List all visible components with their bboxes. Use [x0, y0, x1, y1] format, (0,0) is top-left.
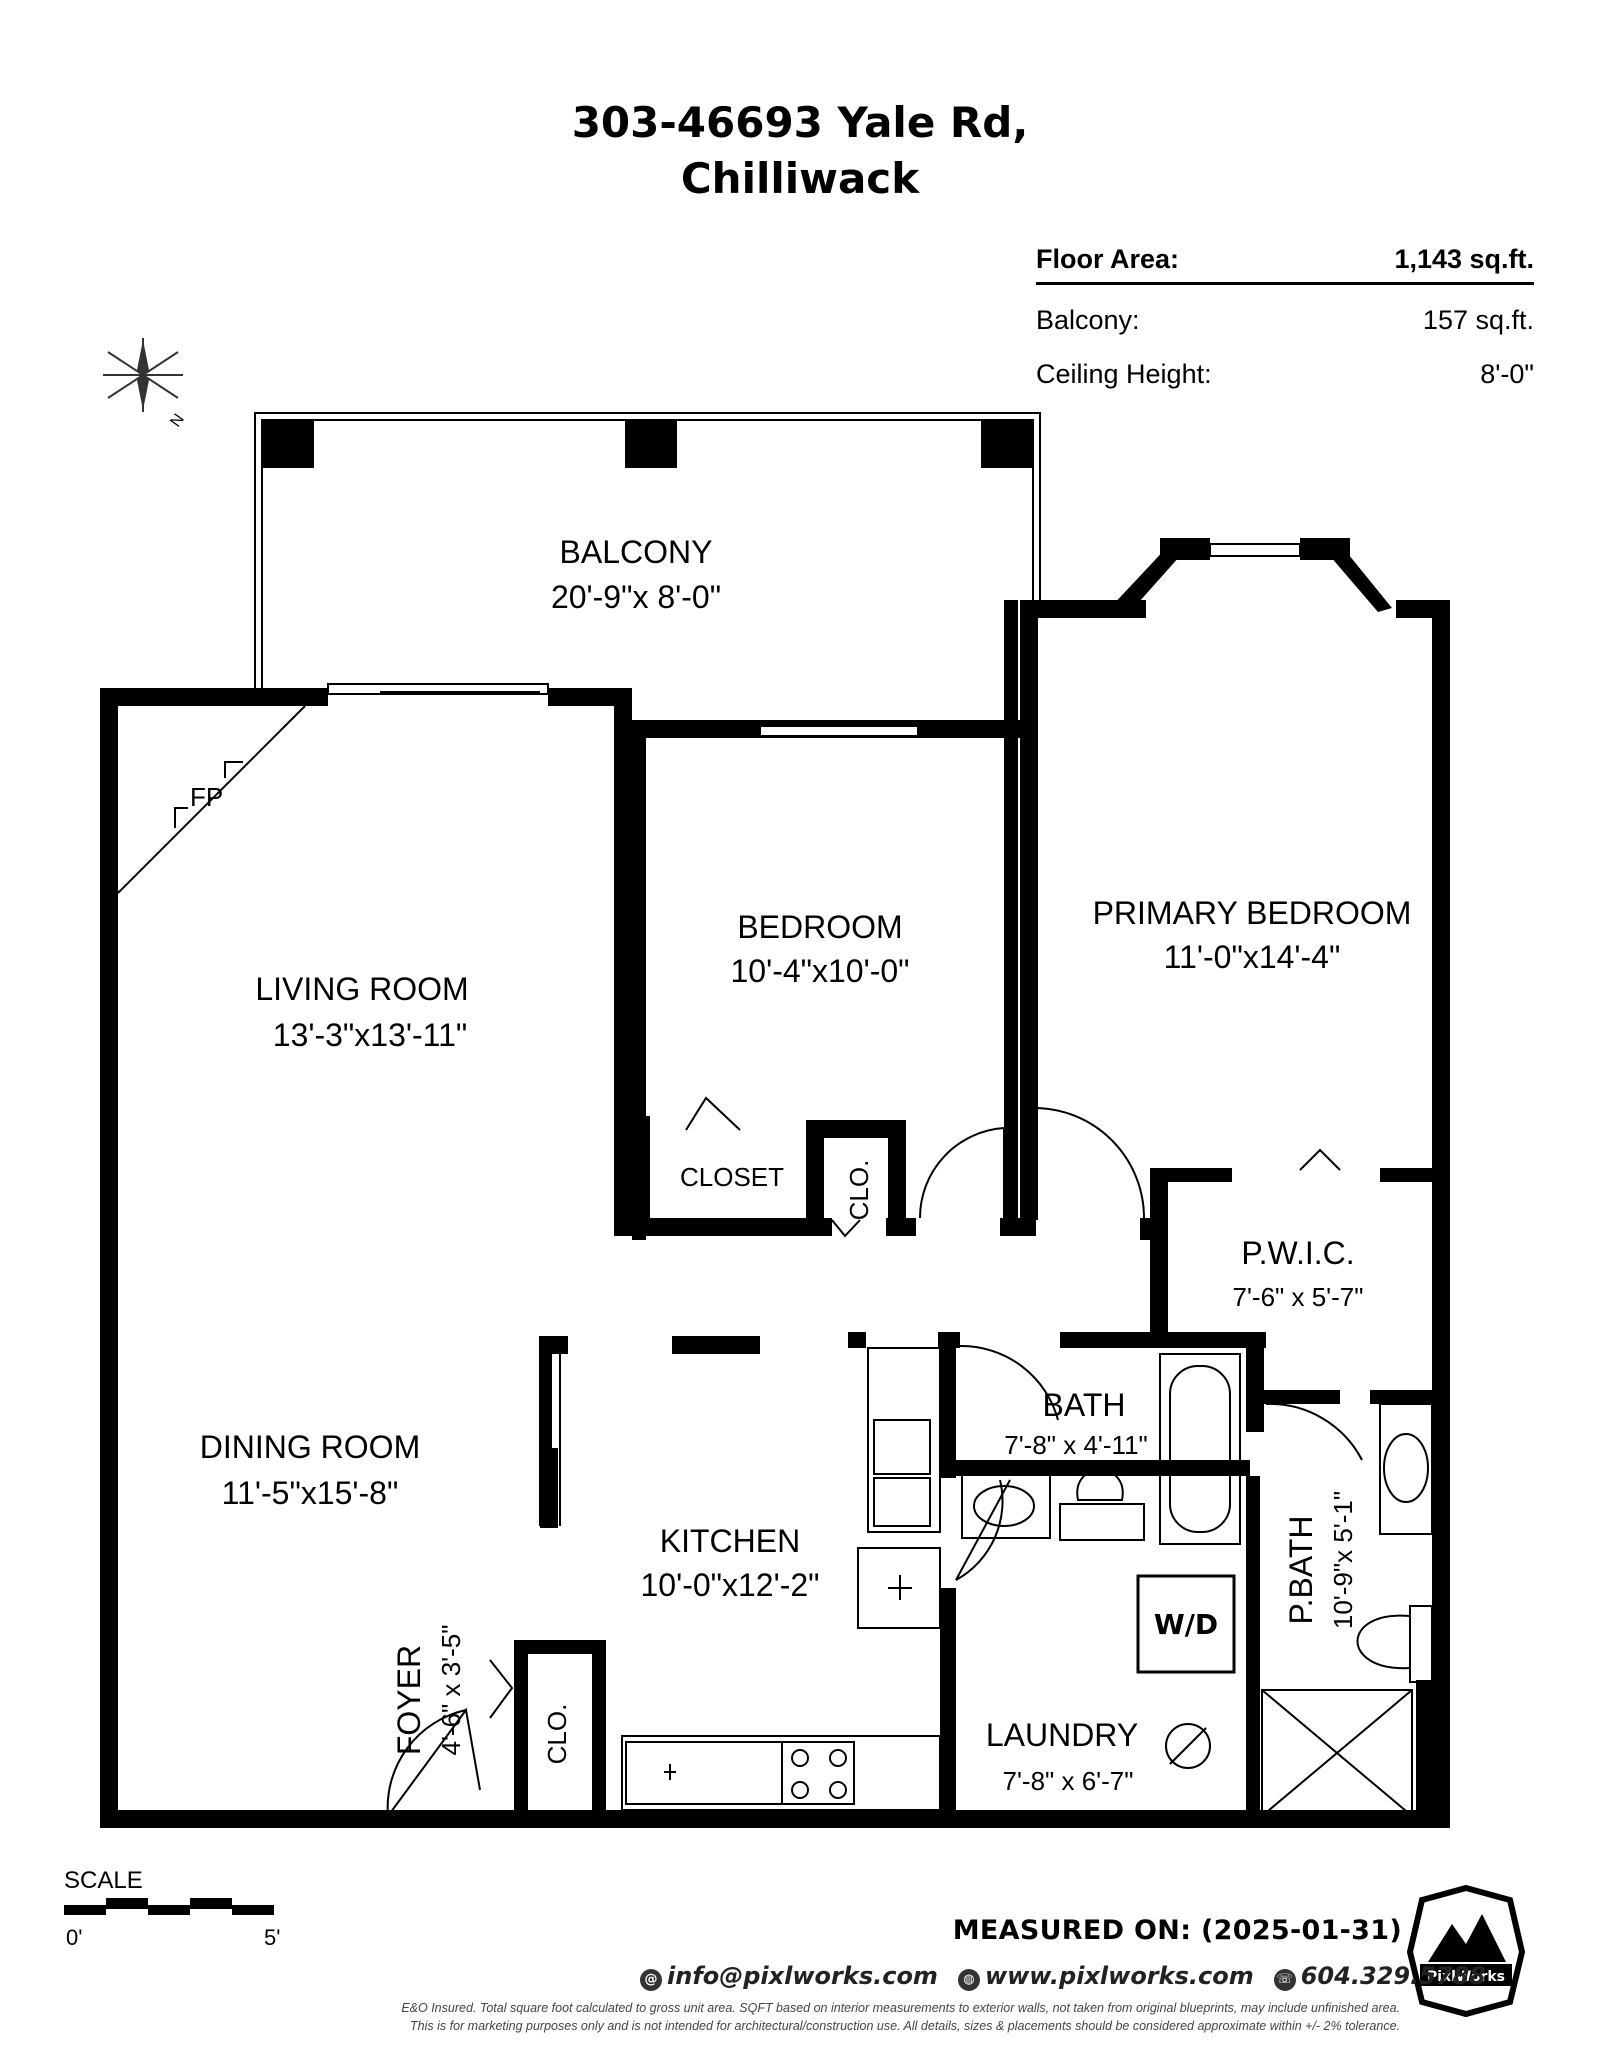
fireplace — [117, 705, 306, 894]
laundry-dims: 7'-8" x 6'-7" — [1003, 1766, 1134, 1796]
area-stats: Floor Area: 1,143 sq.ft. Balcony: 157 sq… — [1036, 236, 1534, 401]
primary-bedroom-dims: 11'-0"x14'-4" — [1164, 939, 1341, 975]
living-room-label: LIVING ROOM — [255, 971, 468, 1007]
interior-walls — [514, 600, 1450, 1820]
email-contact[interactable]: @info@pixlworks.com — [640, 1962, 938, 1991]
balcony-post-left — [262, 420, 314, 468]
disclaimer-line-2: This is for marketing purposes only and … — [410, 2019, 1400, 2033]
exterior-walls — [100, 600, 1450, 1828]
dining-room-dims: 11'-5"x15'-8" — [222, 1475, 399, 1511]
pbath-fixtures — [1261, 1403, 1433, 1817]
balcony-post-center — [625, 420, 677, 468]
stove-burners — [791, 1749, 847, 1799]
logo-text: PixlWorks — [1427, 1969, 1505, 1985]
balcony-area-row: Balcony: 157 sq.ft. — [1036, 293, 1534, 347]
fireplace-label: FP — [190, 782, 223, 812]
bath-label: BATH — [1043, 1387, 1126, 1423]
floor-area-value: 1,143 sq.ft. — [1394, 243, 1534, 274]
scale-bar — [64, 1898, 274, 1915]
door-swings — [386, 1107, 1363, 1817]
pwic-label: P.W.I.C. — [1241, 1235, 1354, 1271]
kitchen-counters — [621, 1347, 941, 1811]
measured-on: MEASURED ON: (2025-01-31) — [952, 1915, 1402, 1946]
primary-bedroom-label: PRIMARY BEDROOM — [1093, 895, 1412, 931]
ceiling-height-value: 8'-0" — [1480, 358, 1534, 389]
bath-dims: 7'-8" x 4'-11" — [1004, 1430, 1148, 1460]
ceiling-height-row: Ceiling Height: 8'-0" — [1036, 347, 1534, 401]
phone-text: 604.329.5788 — [1300, 1962, 1486, 1990]
floor-drain-icon — [1165, 1723, 1211, 1769]
website-contact[interactable]: ◍www.pixlworks.com — [957, 1962, 1254, 1991]
kitchen-dims: 10'-0"x12'-2" — [640, 1567, 819, 1603]
scale-end: 5' — [264, 1925, 280, 1950]
contact-bar: @info@pixlworks.com ◍www.pixlworks.com ☏… — [640, 1962, 1486, 1991]
bifold-doors — [489, 1096, 1341, 1719]
disclaimer-line-1: E&O Insured. Total square foot calculate… — [401, 2001, 1400, 2015]
bedroom-window — [759, 725, 919, 737]
globe-icon: ◍ — [957, 1969, 980, 1991]
website-text: www.pixlworks.com — [984, 1962, 1254, 1990]
balcony-area-label: Balcony: — [1036, 304, 1140, 335]
living-sliding-door — [327, 683, 549, 695]
pbath-dims: 10'-9"x 5'-1" — [1328, 1491, 1358, 1629]
balcony-area-value: 157 sq.ft. — [1422, 304, 1534, 335]
email-text: info@pixlworks.com — [667, 1962, 938, 1990]
bedroom-dims: 10'-4"x10'-0" — [730, 953, 909, 989]
bedroom-label: BEDROOM — [737, 909, 902, 945]
email-icon: @ — [640, 1969, 662, 1991]
pbath-label: P.BATH — [1283, 1515, 1319, 1624]
laundry-label: LAUNDRY — [986, 1717, 1138, 1753]
washer-dryer-icon — [1136, 1574, 1236, 1674]
scale-label: SCALE — [64, 1867, 143, 1894]
foyer-clo-label: CLO. — [542, 1704, 572, 1765]
living-room-dims: 13'-3"x13'-11" — [273, 1017, 467, 1053]
kitchen-peninsula — [539, 1336, 561, 1526]
address-line-1: 303-46693 Yale Rd, — [571, 98, 1029, 147]
kitchen-label: KITCHEN — [660, 1523, 800, 1559]
balcony-dims: 20'-9"x 8'-0" — [551, 579, 721, 615]
pwic-dims: 7'-6" x 5'-7" — [1233, 1282, 1364, 1312]
phone-icon: ☏ — [1273, 1969, 1296, 1991]
scale-start: 0' — [66, 1925, 82, 1950]
floor-area-row: Floor Area: 1,143 sq.ft. — [1036, 236, 1534, 285]
compass-icon — [103, 338, 183, 412]
washer-dryer-label: W/D — [1154, 1608, 1218, 1641]
phone-contact[interactable]: ☏604.329.5788 — [1273, 1962, 1486, 1991]
ceiling-height-label: Ceiling Height: — [1036, 358, 1212, 389]
dining-room-label: DINING ROOM — [200, 1429, 420, 1465]
balcony-post-right — [981, 420, 1033, 468]
north-letter: N — [167, 411, 188, 430]
floor-area-label: Floor Area: — [1036, 243, 1180, 274]
address-line-2: Chilliwack — [680, 154, 920, 203]
foyer-label: FOYER — [391, 1645, 427, 1755]
pixlworks-logo-icon: PixlWorks — [1406, 1884, 1526, 2018]
closet-label: CLOSET — [680, 1162, 784, 1192]
foyer-dims: 4'-6" x 3'-5" — [436, 1625, 466, 1756]
bay-window — [1110, 538, 1392, 612]
balcony-label: BALCONY — [560, 534, 713, 570]
bedroom-clo-label: CLO. — [844, 1160, 874, 1221]
bath-fixtures — [961, 1353, 1241, 1545]
